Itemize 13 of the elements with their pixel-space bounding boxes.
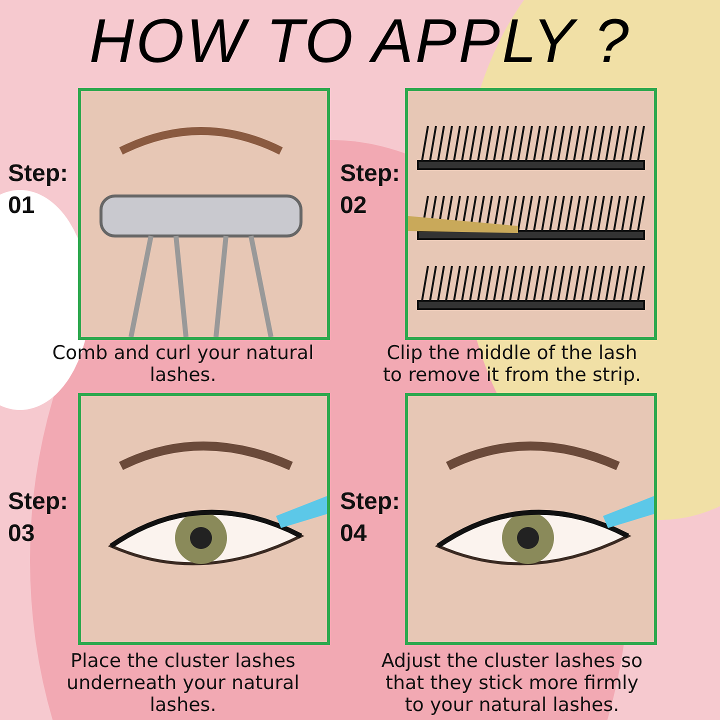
step-label: Step: 04 bbox=[340, 487, 401, 549]
photo-block bbox=[78, 393, 330, 645]
step-caption: Adjust the cluster lashes so that they stick more firmly to your natural lashes. bbox=[380, 650, 644, 716]
step-label: Step: 01 bbox=[8, 159, 69, 221]
step-caption: Comb and curl your natural lashes. bbox=[51, 342, 315, 386]
step-label: Step: 03 bbox=[8, 487, 69, 549]
step-caption: Clip the middle of the lash to remove it from the strip. bbox=[382, 342, 642, 386]
title: HOW TO APPLY ? bbox=[88, 6, 632, 77]
photo-block bbox=[78, 88, 330, 340]
step-label: Step: 02 bbox=[340, 159, 401, 221]
photo-block bbox=[405, 88, 657, 340]
step-caption: Place the cluster lashes underneath your natural lashes. bbox=[66, 650, 300, 716]
photo-block bbox=[405, 393, 657, 645]
